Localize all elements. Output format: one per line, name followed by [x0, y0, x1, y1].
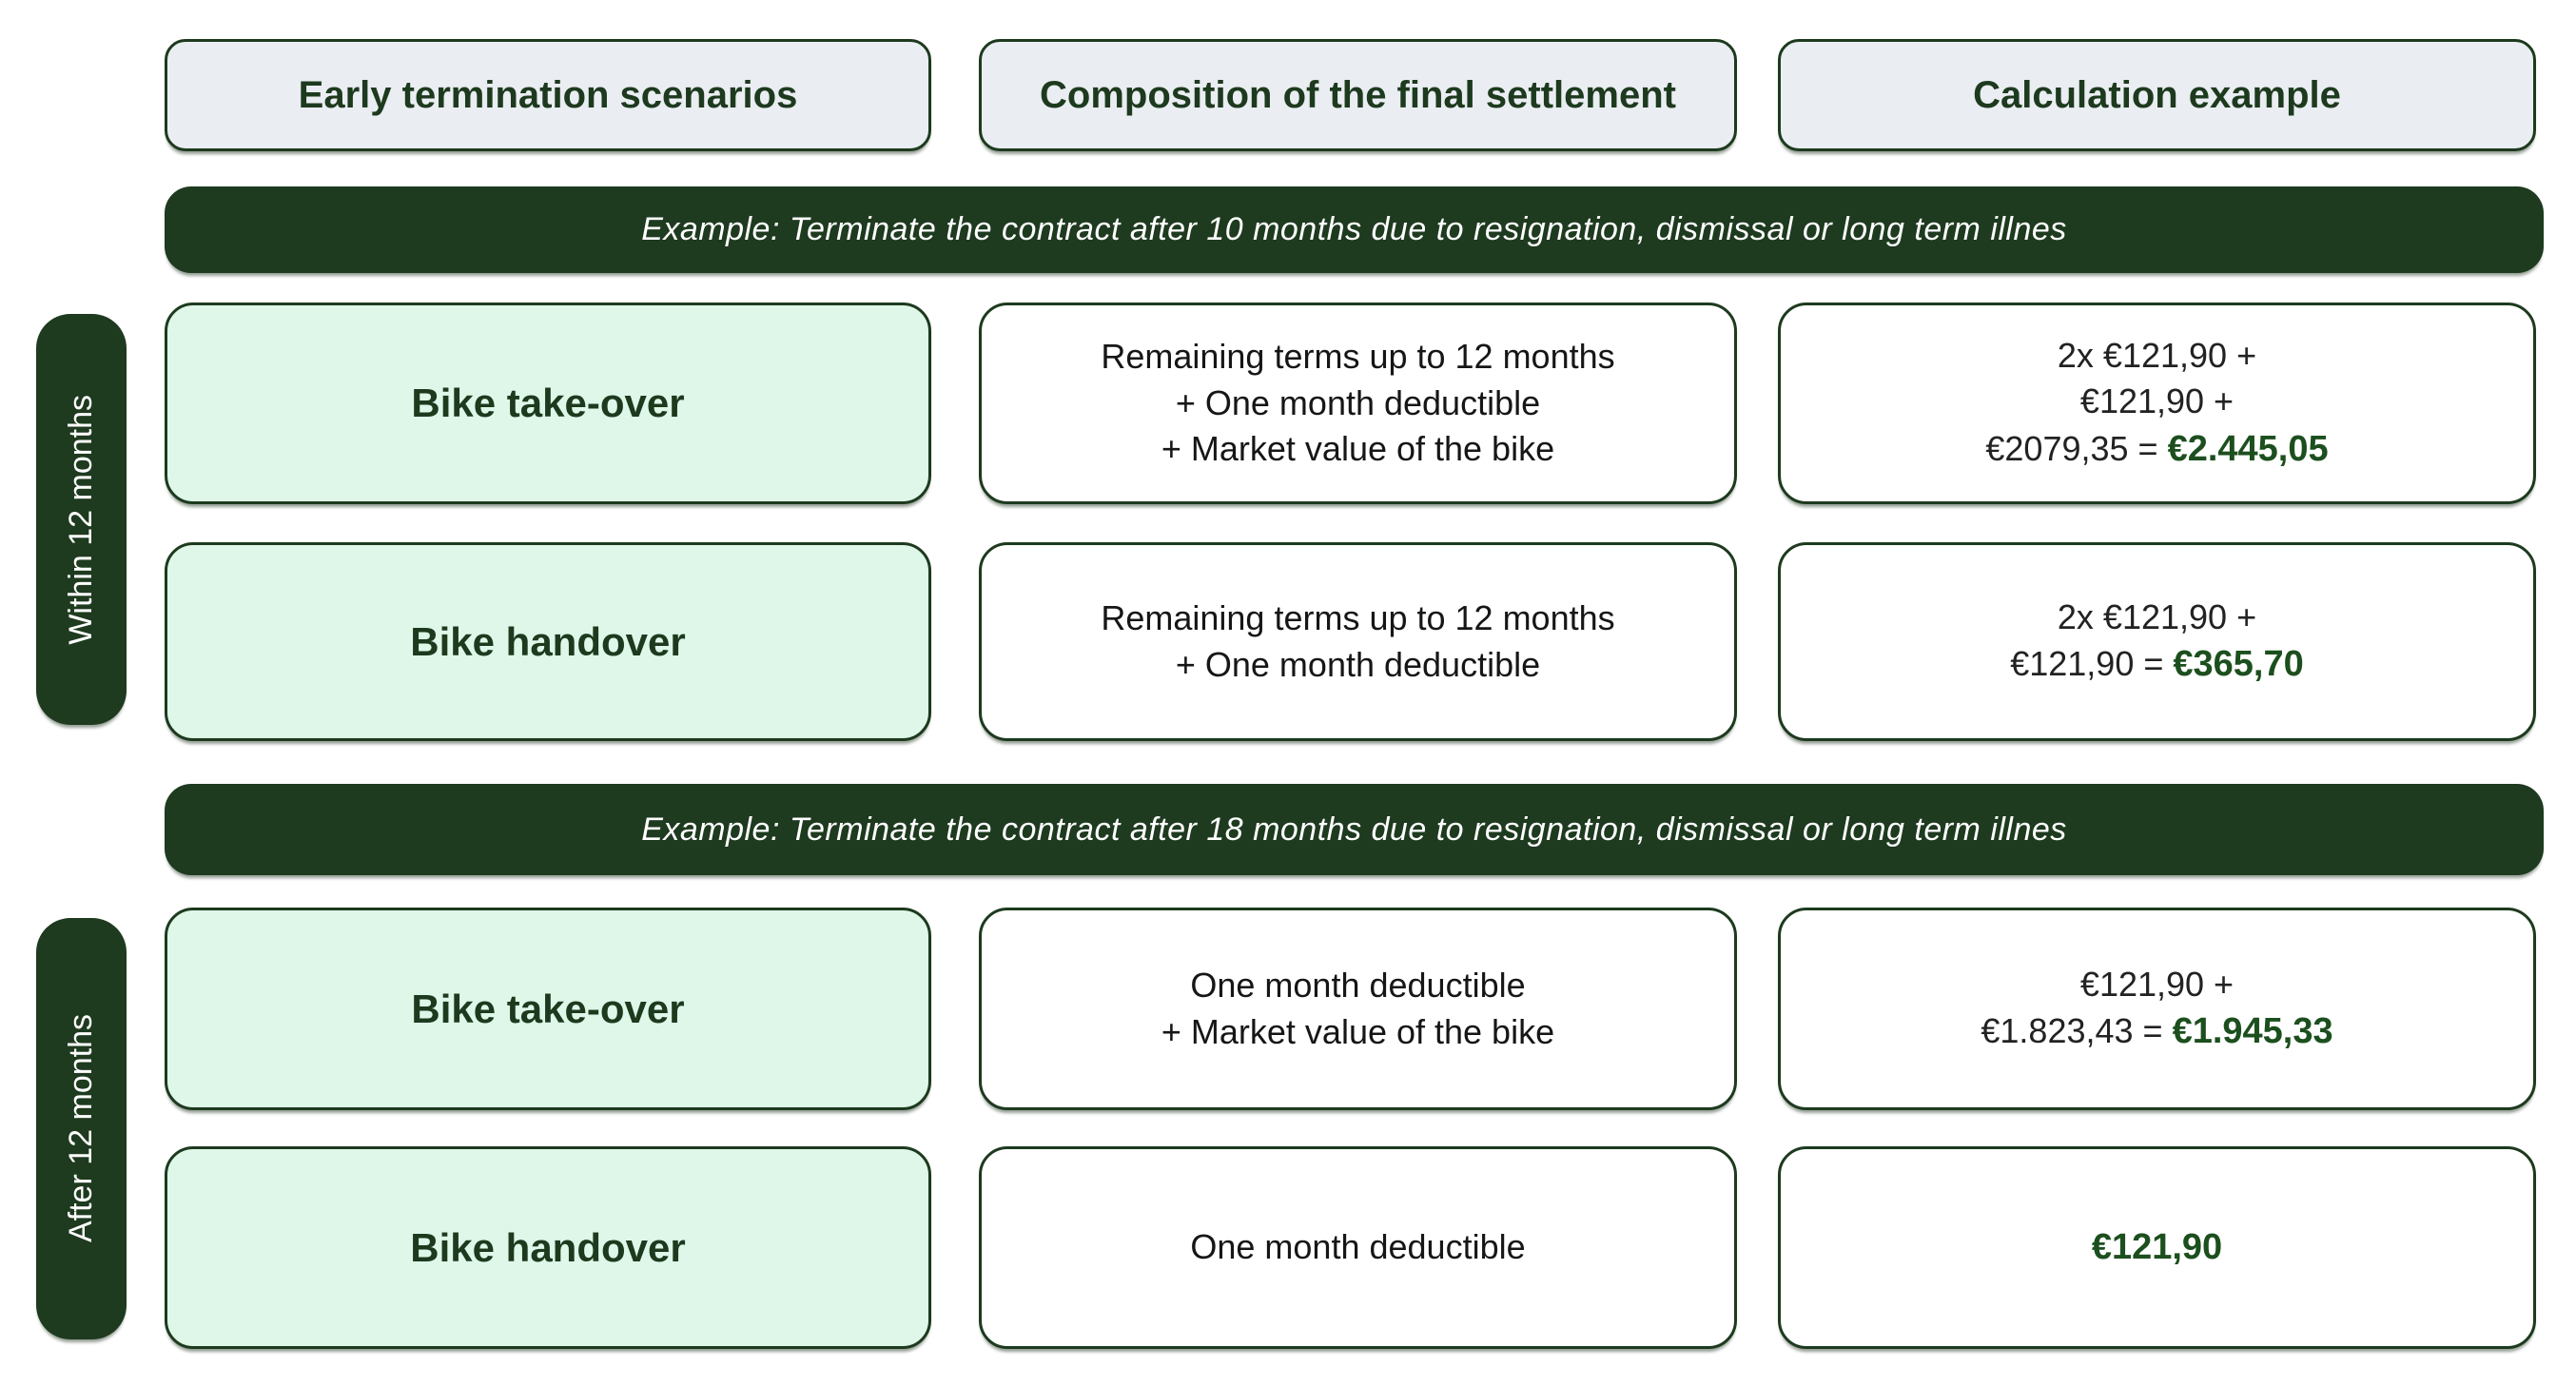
- composition-line: Remaining terms up to 12 months: [1101, 597, 1615, 637]
- calc-line: 2x €121,90 +: [2057, 596, 2257, 636]
- section-banner-10-months: Example: Terminate the contract after 10…: [165, 186, 2544, 273]
- side-label-within-12-months: Within 12 months: [36, 314, 127, 725]
- column-header-scenarios: Early termination scenarios: [165, 39, 931, 151]
- composition-line: + Market value of the bike: [1161, 1011, 1555, 1051]
- column-header-composition: Composition of the final settlement: [979, 39, 1737, 151]
- scenario-cell-handover-after: Bike handover: [165, 1146, 931, 1349]
- column-header-calculation: Calculation example: [1778, 39, 2536, 151]
- calc-result: €2.445,05: [2167, 428, 2329, 469]
- composition-line: One month deductible: [1190, 965, 1526, 1005]
- composition-line: + Market value of the bike: [1161, 429, 1555, 469]
- calc-line: 2x €121,90 +: [2057, 335, 2257, 375]
- side-label-text: Within 12 months: [63, 394, 99, 645]
- composition-line: + One month deductible: [1175, 382, 1541, 422]
- composition-cell-handover-within: Remaining terms up to 12 months + One mo…: [979, 542, 1737, 741]
- calc-prefix: €121,90 =: [2010, 644, 2174, 684]
- composition-cell-handover-after: One month deductible: [979, 1146, 1737, 1349]
- calc-prefix: €2079,35 =: [1985, 428, 2168, 468]
- calc-prefix: €1.823,43 =: [1981, 1011, 2173, 1051]
- section-banner-18-months: Example: Terminate the contract after 18…: [165, 784, 2544, 875]
- side-label-after-12-months: After 12 months: [36, 918, 127, 1339]
- calculation-cell-handover-within: 2x €121,90 + €121,90 = €365,70: [1778, 542, 2536, 741]
- calc-line-final: €121,90: [2092, 1223, 2222, 1272]
- scenario-cell-handover-within: Bike handover: [165, 542, 931, 741]
- side-label-text: After 12 months: [63, 1014, 99, 1243]
- calculation-cell-takeover-after: €121,90 + €1.823,43 = €1.945,33: [1778, 908, 2536, 1110]
- composition-cell-takeover-within: Remaining terms up to 12 months + One mo…: [979, 303, 1737, 504]
- calculation-cell-handover-after: €121,90: [1778, 1146, 2536, 1349]
- composition-cell-takeover-after: One month deductible + Market value of t…: [979, 908, 1737, 1110]
- calc-line-final: €2079,35 = €2.445,05: [1985, 425, 2328, 474]
- calc-line-final: €121,90 = €365,70: [2010, 640, 2304, 689]
- composition-line: One month deductible: [1190, 1227, 1526, 1267]
- calc-line: €121,90 +: [2079, 964, 2234, 1004]
- composition-line: Remaining terms up to 12 months: [1101, 337, 1615, 377]
- calculation-cell-takeover-within: 2x €121,90 + €121,90 + €2079,35 = €2.445…: [1778, 303, 2536, 504]
- scenario-cell-takeover-within: Bike take-over: [165, 303, 931, 504]
- scenario-cell-takeover-after: Bike take-over: [165, 908, 931, 1110]
- calc-result: €1.945,33: [2172, 1011, 2333, 1052]
- calc-result: €365,70: [2173, 644, 2304, 685]
- calc-result: €121,90: [2091, 1226, 2223, 1267]
- calc-line: €121,90 +: [2079, 381, 2234, 421]
- calc-line-final: €1.823,43 = €1.945,33: [1981, 1007, 2332, 1056]
- composition-line: + One month deductible: [1175, 644, 1541, 684]
